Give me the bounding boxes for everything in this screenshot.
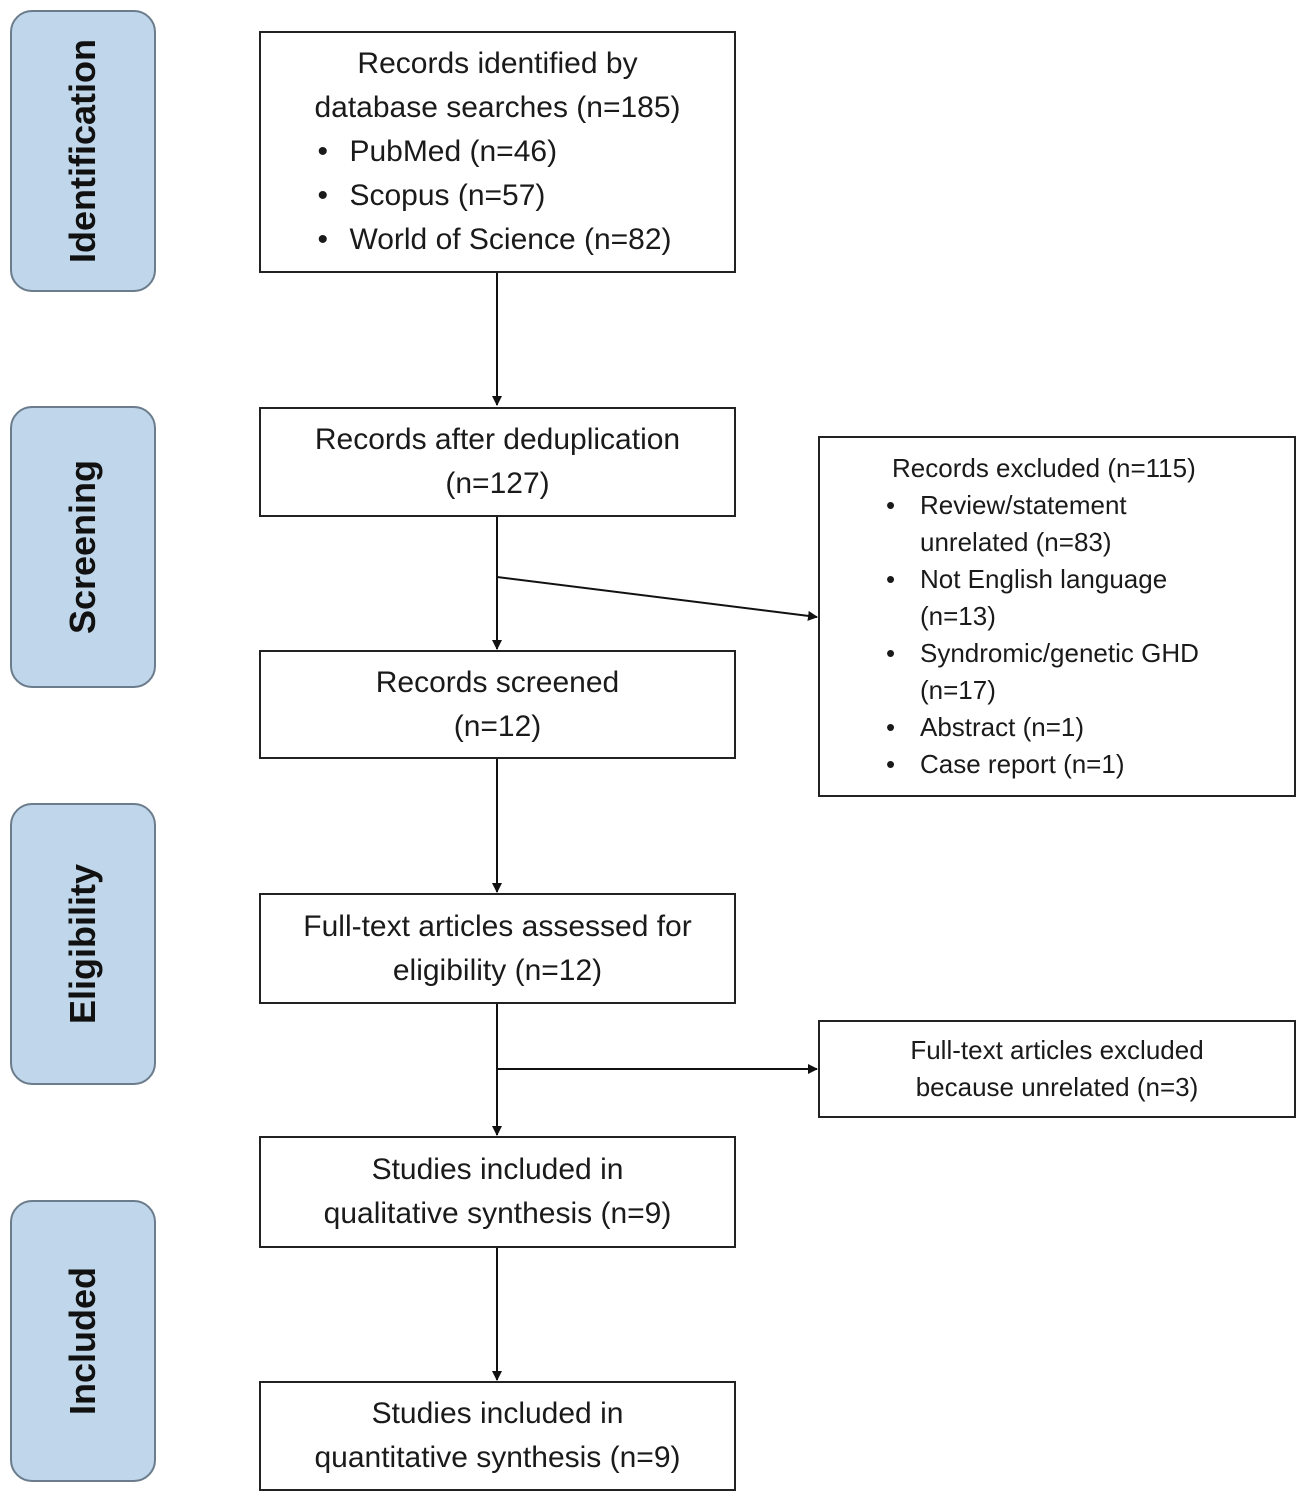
quantitative-line-2: quantitative synthesis (n=9) [314,1441,681,1474]
records-excluded-title: Records excluded (n=115) [892,453,1196,483]
fulltext-assessed-box: Full-text articles assessed for eligibil… [259,893,736,1004]
arrow-to-records-excluded [496,576,818,621]
stage-identification: Identification [10,10,156,292]
database-item-pubmed: PubMed (n=46) [313,130,671,174]
records-identified-box: Records identified by database searches … [259,31,736,273]
qualitative-synthesis-box: Studies included in qualitative synthesi… [259,1136,736,1248]
exclusion-reason-syndromic: Syndromic/genetic GHD (n=17) [882,635,1199,709]
records-identified-line-1: Records identified by [357,47,638,80]
fulltext-line-2: eligibility (n=12) [392,953,603,987]
exclusion-reasons-list: Review/statement unrelated (n=83) Not En… [882,487,1199,783]
records-screened-box: Records screened (n=12) [259,650,736,759]
fulltext-excluded-line-1: Full-text articles excluded [910,1035,1204,1065]
database-list: PubMed (n=46) Scopus (n=57) World of Sci… [313,130,671,262]
exclusion-reason-review: Review/statement unrelated (n=83) [882,487,1199,561]
exclusion-reason-language: Not English language (n=13) [882,561,1199,635]
exclusion-reason-abstract: Abstract (n=1) [882,709,1199,746]
database-item-world-of-science: World of Science (n=82) [313,218,671,262]
screened-line-1: Records screened [375,665,620,699]
records-after-dedup-box: Records after deduplication (n=127) [259,407,736,517]
database-item-scopus: Scopus (n=57) [313,174,671,218]
screened-line-2: (n=12) [453,709,542,743]
qualitative-line-1: Studies included in [371,1153,624,1186]
fulltext-line-1: Full-text articles assessed for [303,909,692,943]
fulltext-excluded-box: Full-text articles excluded because unre… [818,1020,1296,1118]
records-identified-line-2: database searches (n=185) [314,91,681,124]
quantitative-synthesis-box: Studies included in quantitative synthes… [259,1381,736,1491]
quantitative-line-1: Studies included in [371,1397,624,1430]
records-excluded-box: Records excluded (n=115) Review/statemen… [818,436,1296,797]
stage-screening: Screening [10,406,156,688]
qualitative-line-2: qualitative synthesis (n=9) [323,1197,672,1230]
stage-included: Included [10,1200,156,1482]
stage-eligibility: Eligibility [10,803,156,1085]
dedup-line-2: (n=127) [445,467,550,500]
exclusion-reason-case-report: Case report (n=1) [882,746,1199,783]
dedup-line-1: Records after deduplication [314,423,681,456]
fulltext-excluded-line-2: because unrelated (n=3) [915,1072,1199,1102]
